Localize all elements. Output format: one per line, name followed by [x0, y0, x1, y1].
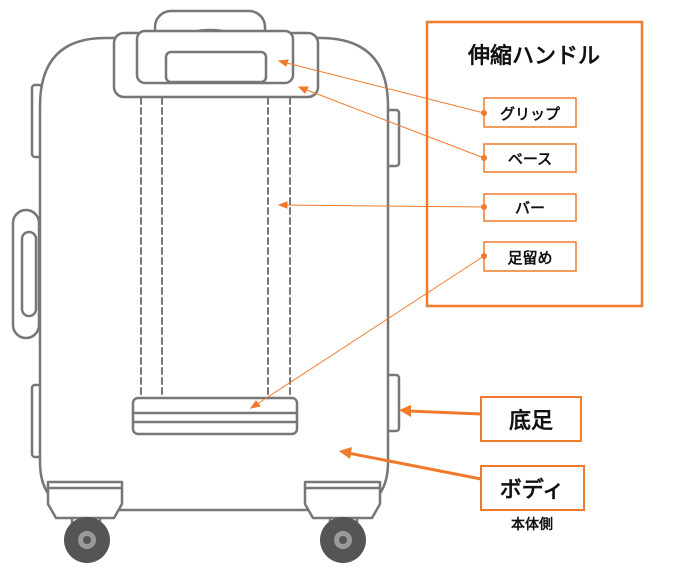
label-box-body	[480, 465, 585, 511]
label-box-grip	[483, 97, 577, 128]
label-box-stopper	[483, 241, 577, 272]
left-wheel-housing	[46, 480, 124, 520]
telescopic-bar	[140, 97, 291, 399]
label-stopper: 足留め	[507, 249, 552, 267]
leader-lines	[249, 59, 487, 409]
label-bottom-feet: 底足	[509, 408, 553, 434]
right-wheel-housing	[303, 480, 382, 520]
grip-recess	[164, 50, 268, 84]
group-title: 伸縮ハンドル	[467, 43, 600, 69]
handle-stopper	[131, 396, 299, 436]
label-body: ボディ	[500, 477, 564, 503]
label-base: ベース	[508, 150, 552, 168]
label-bar: バー	[515, 199, 545, 217]
label-grip: グリップ	[500, 105, 561, 123]
label-box-bar	[483, 193, 577, 222]
suitcase-illustration	[11, 9, 401, 534]
suitcase-body	[38, 36, 390, 512]
telescopic-handle-group-box	[425, 20, 644, 308]
right-wheel	[320, 517, 366, 563]
label-box-bottom-feet	[480, 396, 582, 442]
left-wheel	[64, 517, 110, 563]
label-body-side: 本体側	[511, 516, 553, 533]
bold-arrows	[339, 405, 482, 481]
